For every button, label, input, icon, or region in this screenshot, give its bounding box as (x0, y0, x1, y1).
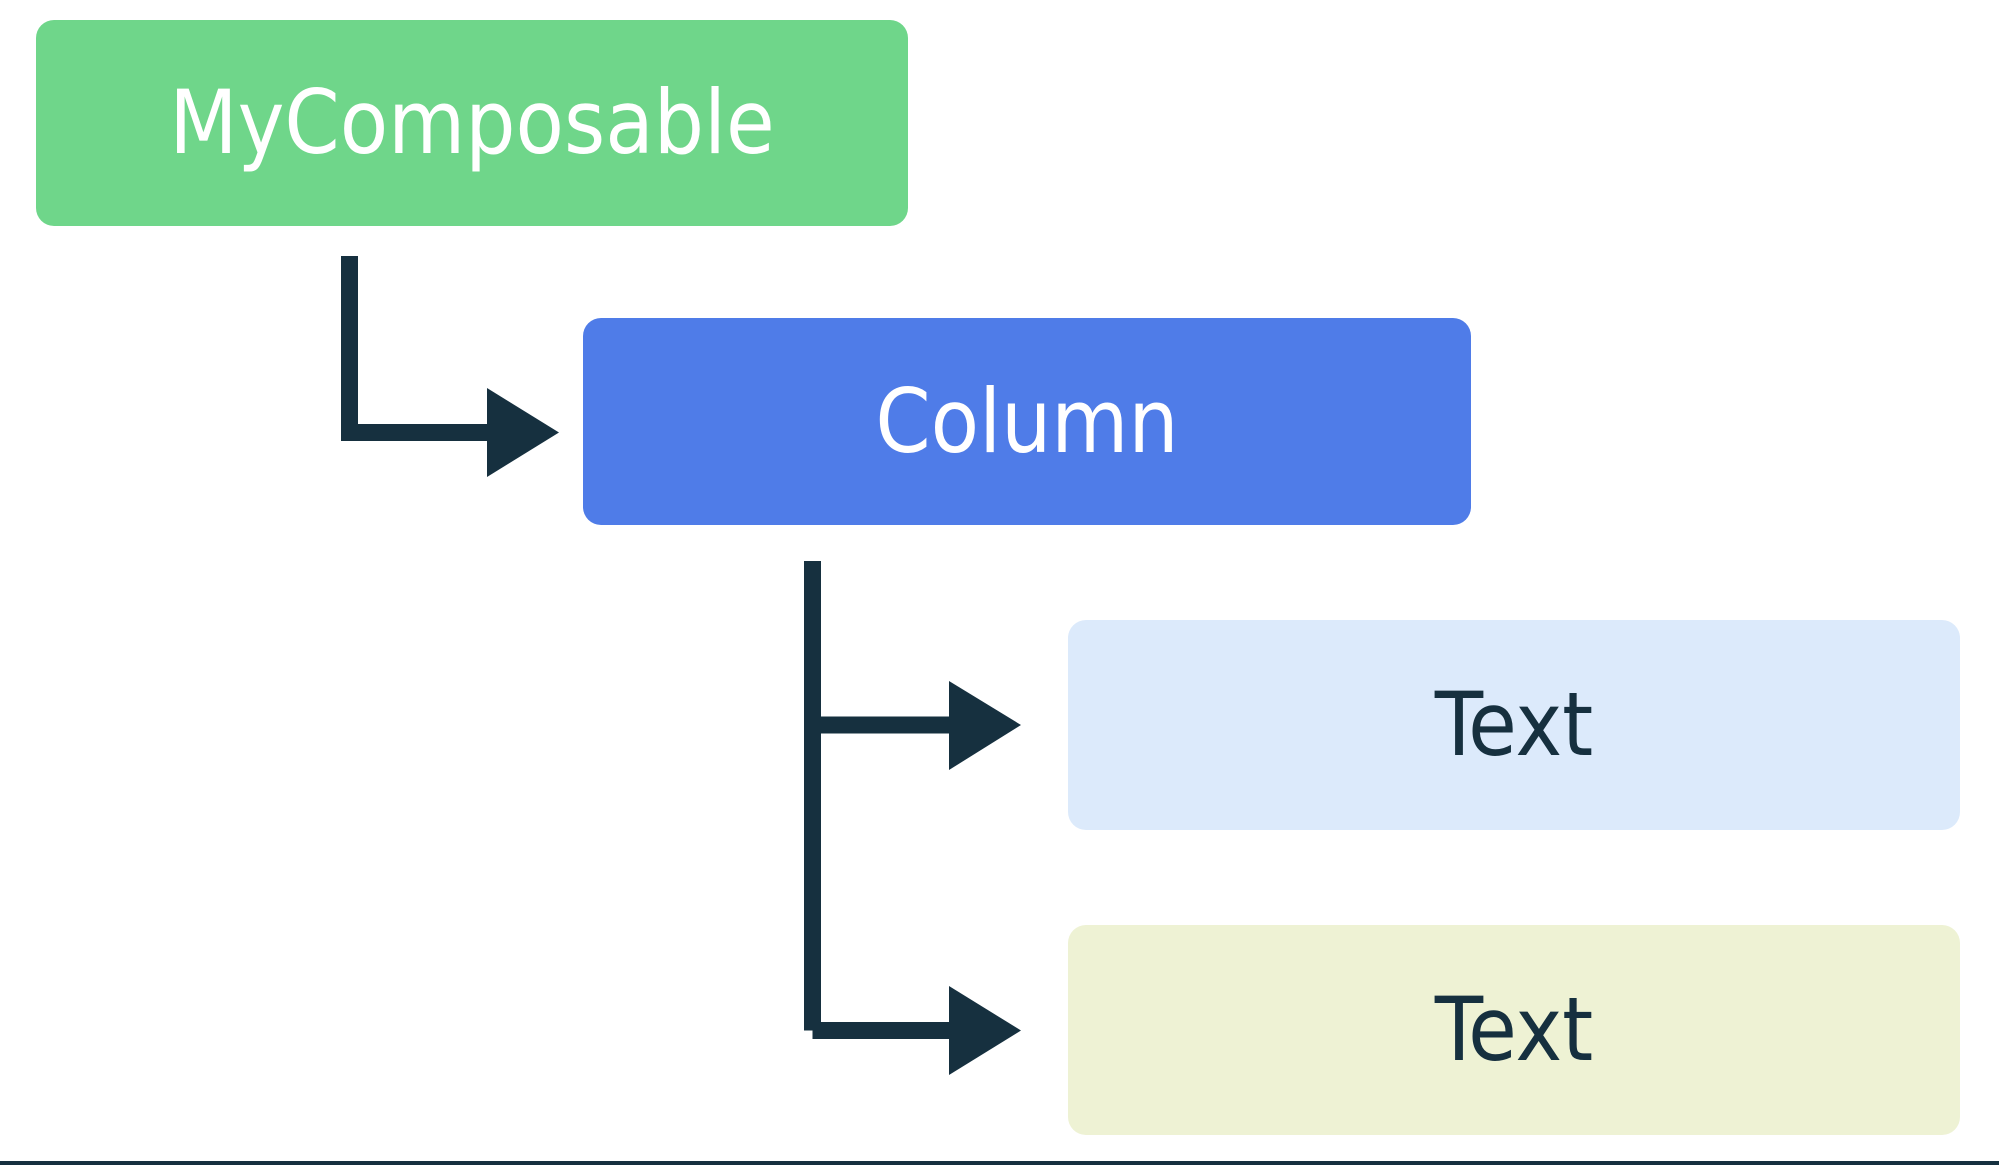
node-column[interactable]: Column (583, 318, 1471, 525)
node-text-second[interactable]: Text (1068, 925, 1960, 1135)
edge-column-to-text-2 (812, 986, 1021, 1075)
arrowhead-icon (487, 388, 559, 477)
edge-column-to-text-1 (804, 561, 1021, 1031)
node-label-text-first: Text (1434, 673, 1594, 776)
arrowhead-icon (949, 986, 1021, 1075)
arrowhead-icon (949, 681, 1021, 770)
footer-divider (0, 1161, 1999, 1165)
node-my-composable[interactable]: MyComposable (36, 20, 908, 226)
node-label-my-composable: MyComposable (169, 71, 775, 174)
edge-root-to-column (341, 256, 559, 477)
node-label-text-second: Text (1434, 978, 1594, 1081)
node-label-column: Column (875, 369, 1179, 473)
node-text-first[interactable]: Text (1068, 620, 1960, 830)
